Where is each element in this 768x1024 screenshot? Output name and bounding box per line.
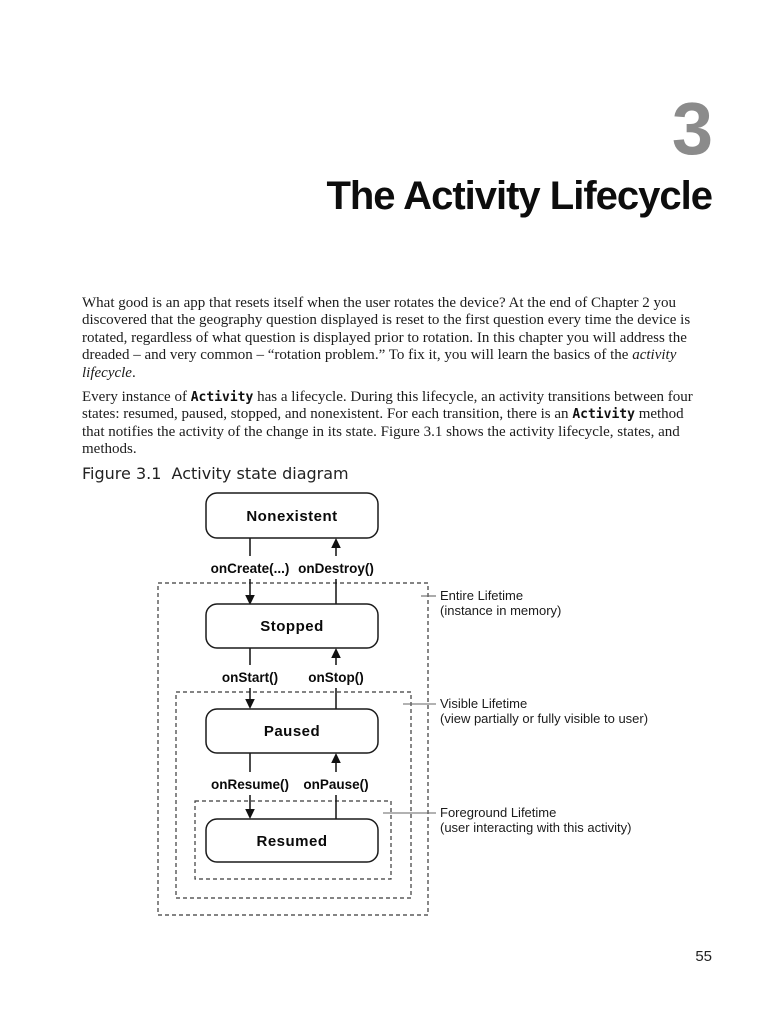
intro-paragraph-2: Every instance of Activity has a lifecyc… bbox=[82, 389, 704, 459]
arrowhead-down-icon bbox=[245, 699, 255, 709]
state-box-paused bbox=[205, 708, 379, 754]
transition-label-onstop: onStop() bbox=[308, 670, 363, 685]
paragraph-text: method that notifies the activity of the… bbox=[82, 406, 684, 458]
lifetime-label-visible: Visible Lifetime bbox=[440, 696, 527, 711]
arrowhead-up-icon bbox=[331, 753, 341, 763]
lifetime-boundary-visible bbox=[175, 691, 412, 899]
state-label-stopped: Stopped bbox=[260, 618, 324, 635]
figure-caption: Figure 3.1 Activity state diagram bbox=[82, 464, 349, 483]
state-label-resumed: Resumed bbox=[256, 833, 327, 850]
state-box-nonexistent bbox=[205, 492, 379, 539]
arrowhead-down-icon bbox=[245, 595, 255, 605]
transition-label-onresume: onResume() bbox=[211, 777, 289, 792]
state-label-nonexistent: Nonexistent bbox=[246, 508, 337, 525]
transition-label-onpause: onPause() bbox=[303, 777, 368, 792]
code-term-activity: Activity bbox=[190, 390, 254, 405]
page-number: 55 bbox=[695, 948, 712, 965]
chapter-title: The Activity Lifecycle bbox=[326, 174, 713, 218]
lifetime-desc-foreground: (user interacting with this activity) bbox=[440, 820, 631, 835]
chapter-number: 3 bbox=[671, 87, 713, 170]
lifetime-boundary-foreground bbox=[194, 800, 392, 880]
state-box-resumed bbox=[205, 818, 379, 863]
lifetime-desc-entire: (instance in memory) bbox=[440, 603, 561, 618]
lifetime-label-foreground: Foreground Lifetime bbox=[440, 805, 556, 820]
lifetime-desc-visible: (view partially or fully visible to user… bbox=[440, 711, 648, 726]
transition-label-onstart: onStart() bbox=[222, 670, 278, 685]
arrowhead-up-icon bbox=[331, 648, 341, 658]
paragraph-text: . bbox=[131, 364, 136, 381]
arrowhead-down-icon bbox=[245, 809, 255, 819]
intro-paragraph-1: What good is an app that resets itself w… bbox=[82, 295, 704, 382]
code-term-activity: Activity bbox=[572, 407, 635, 423]
state-label-paused: Paused bbox=[264, 723, 320, 740]
lifetime-label-entire: Entire Lifetime bbox=[440, 588, 523, 603]
lifetime-boundary-entire bbox=[157, 582, 429, 916]
arrowhead-up-icon bbox=[331, 538, 341, 548]
paragraph-text: Every instance of bbox=[82, 389, 191, 405]
activity-state-diagram: Nonexistent Stopped Paused Resumed onCre… bbox=[157, 492, 648, 916]
paragraph-text: has a lifecycle. During this lifecycle, … bbox=[82, 389, 693, 423]
emphasized-term: activity lifecycle bbox=[82, 347, 677, 381]
paragraph-text: What good is an app that resets itself w… bbox=[82, 295, 691, 364]
state-box-stopped bbox=[205, 603, 379, 649]
transition-label-ondestroy: onDestroy() bbox=[298, 561, 374, 576]
transition-label-oncreate: onCreate(...) bbox=[211, 561, 290, 576]
